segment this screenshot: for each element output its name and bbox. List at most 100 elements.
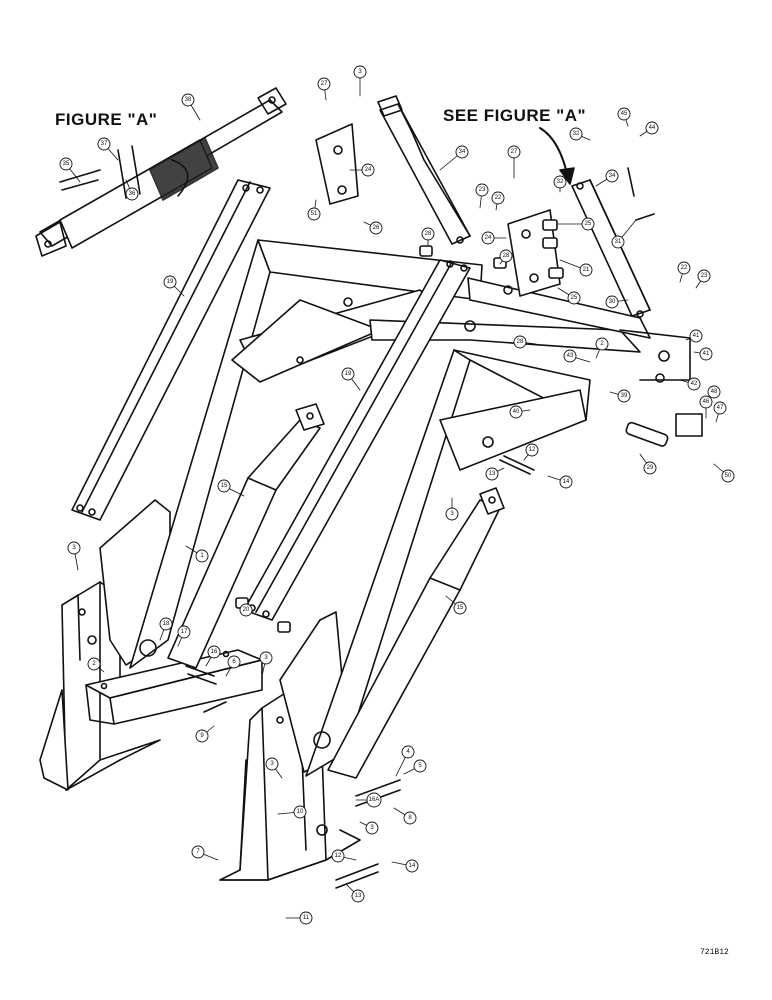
callout-circle	[401, 745, 415, 759]
tilt-cylinder-left	[377, 95, 471, 245]
callout-number: 29	[647, 465, 654, 471]
callout-number: 28	[425, 231, 432, 237]
callout-number: 43	[567, 353, 574, 359]
pins	[185, 167, 655, 889]
callout-number: 3	[358, 69, 362, 75]
callout-c14b: 14	[405, 859, 419, 873]
callout-number: 3	[370, 825, 374, 831]
callout-circle	[259, 651, 273, 665]
callout-c47: 47	[713, 401, 727, 415]
callout-number: 41	[693, 333, 700, 339]
link-bar-left	[71, 179, 271, 521]
callout-c41b: 41	[699, 347, 713, 361]
callout-number: 23	[701, 273, 708, 279]
callout-c14a: 14	[559, 475, 573, 489]
callout-number: 39	[621, 393, 628, 399]
callout-c28b: 28	[499, 249, 513, 263]
callout-c15b: 15	[453, 601, 467, 615]
callout-circle	[455, 145, 469, 159]
callout-circle	[293, 805, 307, 819]
callout-circle	[341, 367, 355, 381]
callout-circle	[509, 405, 523, 419]
callout-number: 16	[211, 649, 218, 655]
callout-c29: 29	[643, 461, 657, 475]
callout-circle	[481, 231, 495, 245]
bushings	[235, 219, 703, 633]
callout-circle	[643, 461, 657, 475]
callout-number: 28	[503, 253, 510, 259]
callout-number: 23	[479, 187, 486, 193]
callout-number: 17	[181, 629, 188, 635]
right-boom-arm	[279, 349, 591, 777]
callout-c15a: 15	[217, 479, 231, 493]
callout-c12a: 12	[525, 443, 539, 457]
callout-circle	[351, 889, 365, 903]
callout-c13a: 13	[485, 467, 499, 481]
callout-circle	[617, 389, 631, 403]
lift-cylinder-left	[167, 403, 325, 669]
callout-c23b: 23	[697, 269, 711, 283]
callout-circle	[485, 467, 499, 481]
callout-c42: 42	[687, 377, 701, 391]
left-boom-arm	[99, 239, 483, 669]
drawing-number: 721B12	[700, 948, 729, 957]
callout-circle	[163, 275, 177, 289]
pivot-plate-lower	[507, 209, 561, 297]
lift-cylinder-right	[327, 487, 505, 779]
callout-circle	[67, 541, 81, 555]
callout-circle	[567, 291, 581, 305]
callout-c28c: 28	[513, 335, 527, 349]
callout-circle	[125, 187, 139, 201]
callout-number: 51	[311, 211, 318, 217]
callout-circle	[265, 757, 279, 771]
callout-circle	[605, 169, 619, 183]
callout-number: 3	[450, 511, 454, 517]
callout-number: 2	[92, 661, 96, 667]
callout-c31: 31	[611, 235, 625, 249]
callout-c27a: 27	[317, 77, 331, 91]
callout-c2b: 2	[87, 657, 101, 671]
callout-c43: 43	[563, 349, 577, 363]
callout-number: 3	[264, 655, 268, 661]
callout-c46: 46	[699, 395, 713, 409]
callout-c19a: 19	[163, 275, 177, 289]
callout-circle	[195, 729, 209, 743]
callout-circle	[217, 479, 231, 493]
callout-circle	[317, 77, 331, 91]
callout-number: 34	[459, 149, 466, 155]
callout-circle	[59, 157, 73, 171]
callout-circle	[611, 235, 625, 249]
callout-circle	[499, 249, 513, 263]
callout-number: 22	[495, 195, 502, 201]
callout-number: 21	[583, 267, 590, 273]
callout-c3d: 3	[259, 651, 273, 665]
callout-number: 36	[129, 191, 136, 197]
callout-circle	[331, 849, 345, 863]
callout-circle	[307, 207, 321, 221]
callout-c12b: 12	[331, 849, 345, 863]
pivot-plate-upper	[315, 123, 359, 205]
callout-number: 15	[221, 483, 228, 489]
callout-circle	[361, 163, 375, 177]
callout-number: 24	[365, 167, 372, 173]
callout-c19b: 19	[341, 367, 355, 381]
left-mount-bracket	[39, 581, 161, 791]
callout-number: 44	[649, 125, 656, 131]
callout-c13b: 13	[351, 889, 365, 903]
callout-circle	[579, 263, 593, 277]
callout-circle	[713, 401, 727, 415]
callout-number: 9	[200, 733, 204, 739]
callout-number: 34	[609, 173, 616, 179]
callout-number: 46	[703, 399, 710, 405]
figure-a-heading: FIGURE "A"	[55, 110, 158, 129]
callout-circle	[699, 395, 713, 409]
callout-circle	[707, 385, 721, 399]
callout-number: 13	[355, 893, 362, 899]
link-bar-right	[243, 259, 471, 621]
callout-number: 30	[609, 299, 616, 305]
callout-c22a: 22	[491, 191, 505, 205]
callout-c11: 11	[299, 911, 313, 925]
callout-c27b: 27	[507, 145, 521, 159]
callout-circle	[475, 183, 489, 197]
